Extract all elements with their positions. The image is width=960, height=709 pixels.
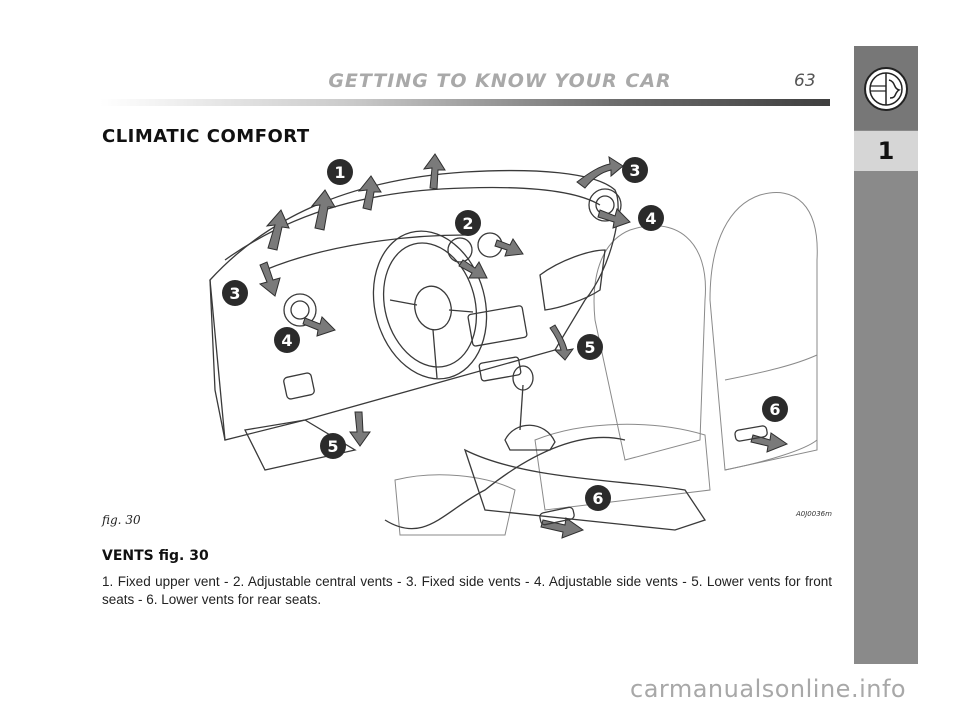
svg-text:4: 4: [645, 209, 656, 228]
vents-description: 1. Fixed upper vent - 2. Adjustable cent…: [102, 574, 832, 607]
central-vents: [447, 232, 503, 263]
callout-2: 2: [455, 210, 481, 236]
side-vent-left: [283, 293, 317, 327]
callout-6-right: 6: [762, 396, 788, 422]
callout-3-right: 3: [622, 157, 648, 183]
svg-text:3: 3: [229, 284, 240, 303]
chapter-number: 1: [854, 131, 918, 171]
svg-text:4: 4: [281, 331, 292, 350]
svg-text:1: 1: [334, 163, 345, 182]
figure-code: A0J0036m: [796, 510, 832, 518]
callout-5-right: 5: [577, 334, 603, 360]
svg-text:3: 3: [629, 161, 640, 180]
vents-heading: VENTS fig. 30: [102, 548, 209, 564]
footer-watermark: carmanualsonline.info: [630, 675, 907, 703]
dashboard-vents-illustration: 1 2 3 4 3 4 5 5 6 6: [209, 153, 818, 539]
svg-text:2: 2: [462, 214, 473, 233]
callout-3-left: 3: [222, 280, 248, 306]
running-header-title: GETTING TO KNOW YOUR CAR: [328, 70, 672, 92]
brand-emblem-icon: [864, 67, 908, 111]
callout-4-left: 4: [274, 327, 300, 353]
callout-6-center: 6: [585, 485, 611, 511]
callout-5-left: 5: [320, 433, 346, 459]
header-rule: [100, 99, 830, 106]
rear-seat-drawing: [709, 192, 818, 471]
callout-4-right: 4: [638, 205, 664, 231]
figure-label: fig. 30: [102, 513, 141, 527]
steering-wheel-drawing: [372, 230, 488, 380]
page-number: 63: [794, 71, 816, 91]
dashboard-drawing: [209, 169, 626, 530]
gear-lever-drawing: [463, 365, 707, 531]
svg-text:6: 6: [592, 489, 603, 508]
front-seat-drawing: [394, 225, 711, 536]
svg-text:5: 5: [584, 338, 595, 357]
svg-text:5: 5: [327, 437, 338, 456]
callout-1: 1: [327, 159, 353, 185]
svg-text:6: 6: [769, 400, 780, 419]
section-title: CLIMATIC COMFORT: [102, 126, 310, 147]
airflow-arrows: [258, 153, 789, 539]
